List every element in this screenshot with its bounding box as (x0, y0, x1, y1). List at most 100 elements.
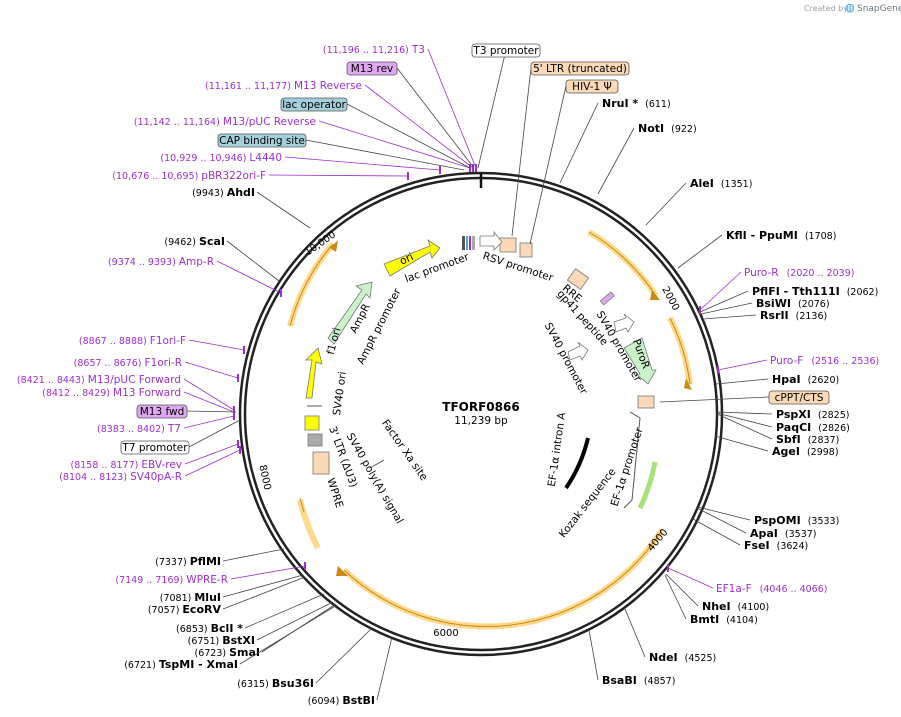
enzyme-position: (2837) (808, 435, 840, 446)
enzyme-position: (2825) (818, 410, 850, 421)
enzyme-name: TspMI - XmaI (159, 658, 238, 671)
primer-site: (8158 .. 8177) EBV-rev (70, 459, 182, 471)
enzyme-position: (3533) (808, 516, 840, 527)
enzyme-leader-line (222, 576, 306, 610)
ltr5-box (499, 237, 517, 253)
primer-position: (8657 .. 8676) (74, 358, 145, 369)
feature-label-box (471, 43, 541, 58)
enzyme-position: (2136) (796, 311, 828, 322)
enzyme-position: (611) (645, 99, 671, 110)
enzyme-position: (1708) (805, 231, 837, 242)
enzyme-leader-line (697, 506, 751, 521)
primer-name: T3 (411, 44, 425, 56)
feature-label-text: HIV-1 Ψ (572, 81, 612, 93)
enzyme-site: PflFI - Tth111I(2062) (752, 285, 878, 298)
enzyme-leader-line (256, 601, 334, 641)
primer-position: (8867 .. 8888) (79, 336, 150, 347)
arc-feature-green (637, 461, 658, 510)
enzyme-position: (3624) (777, 541, 809, 552)
primer-site-mark (237, 374, 239, 382)
enzyme-position: (2620) (808, 375, 840, 386)
enzyme-name: BsiWI (756, 297, 791, 310)
arc-outline (289, 243, 334, 327)
snapgene-logo-icon: ◍ (845, 1, 855, 14)
primer-position: (4046 .. 4066) (760, 584, 828, 595)
primer-site-mark (472, 164, 474, 172)
primer-site: (8412 .. 8429) M13 Forward (42, 387, 181, 399)
feature-label-text: CAP binding site (219, 135, 305, 147)
feature-label-text: T7 promoter (121, 442, 188, 454)
enzyme-name: PspOMI (754, 514, 801, 527)
arc-feature (667, 316, 693, 385)
intron-arc (564, 437, 590, 490)
enzyme-site: FseI (3624) (744, 539, 808, 552)
feature-label-text: T3 promoter (472, 45, 539, 57)
primer-name: Amp-R (179, 256, 214, 268)
feature-leader-line (305, 139, 465, 171)
primer-name: SV40pA-R (130, 471, 182, 483)
feature-leader-line (477, 49, 507, 169)
primer-site: (8867 .. 8888) F1ori-F (79, 335, 186, 347)
primer-site-mark (699, 306, 701, 314)
enzyme-name: PflFI - Tth111I (752, 285, 840, 298)
inner-feature-label: WPRE (324, 477, 345, 510)
enzyme-site: NheI(4100) (702, 600, 769, 613)
inner-feature-label: Factor Xa site (379, 418, 430, 483)
enzyme-site: (7081) MluI (160, 591, 221, 604)
enzyme-site: PspXI(2825) (776, 408, 849, 421)
inner-feature-label: EF-1α intron A (546, 411, 568, 488)
ef1a-promoter-outline (623, 411, 641, 509)
enzyme-position: (6315) (237, 679, 272, 690)
enzyme-site: BsiWI(2076) (756, 297, 830, 310)
f1-ori-arrow (305, 347, 323, 399)
enzyme-leader-line (716, 412, 773, 428)
primer-leader-line (318, 120, 471, 169)
arc-outline (343, 529, 663, 627)
enzyme-name: ApaI (750, 527, 778, 540)
inner-feature-label: EF-1α promoter (609, 426, 646, 508)
primer-position: (8158 .. 8177) (70, 460, 141, 471)
primer-site: (8383 .. 8402) T7 (97, 423, 181, 435)
enzyme-site: KflI - PpuMI(1708) (726, 229, 836, 242)
enzyme-site: (9462) ScaI (164, 235, 225, 248)
enzyme-site: AleI(1351) (690, 177, 752, 190)
enzyme-name: BstBI (342, 694, 375, 707)
primer-leader-line (427, 48, 477, 169)
primer-site-mark (304, 562, 306, 570)
primer-position: (8104 .. 8123) (59, 472, 130, 483)
m13-tick (469, 236, 471, 250)
primer-position: (7149 .. 7169) (115, 575, 186, 586)
ltr-box (312, 451, 330, 475)
enzyme-site: NdeI(4525) (649, 651, 716, 664)
arc-arrow (330, 240, 338, 252)
enzyme-name: PflMI (190, 555, 221, 568)
enzyme-name: FseI (744, 539, 770, 552)
lac-operator-tick (466, 236, 468, 250)
arc-feature (341, 528, 665, 630)
primer-leader-line (284, 156, 441, 171)
primer-site: (11,161 .. 11,177) M13 Reverse (205, 80, 362, 92)
psi-box (519, 242, 533, 258)
enzyme-site: RsrII(2136) (760, 309, 827, 322)
enzyme-position: (2998) (807, 447, 839, 458)
credit-prefix: Created by (804, 4, 848, 13)
puror-arrow (623, 337, 657, 385)
primer-leader-line (667, 567, 714, 589)
enzyme-position: (7081) (160, 593, 195, 604)
enzyme-leader-line (665, 573, 699, 607)
enzyme-position: (3537) (785, 529, 817, 540)
primer-site: (10,929 .. 10,946) L4440 (160, 152, 282, 164)
feature-leader-line (396, 67, 475, 169)
inner-feature-label: ori (398, 251, 415, 268)
enzyme-leader-line (716, 413, 773, 440)
primer-site-mark (439, 166, 441, 174)
primer-name: M13 Forward (113, 387, 181, 399)
enzyme-position: (1351) (721, 179, 753, 190)
enzyme-leader-line (624, 608, 646, 658)
ruler-tick-label: 6000 (433, 628, 458, 639)
credit-brand: SnapGene (857, 4, 901, 14)
enzyme-site: (7337) PflMI (155, 555, 221, 568)
feature-leader-line (346, 103, 471, 169)
feature-label-box (280, 97, 348, 112)
feature-label-box (217, 133, 307, 148)
